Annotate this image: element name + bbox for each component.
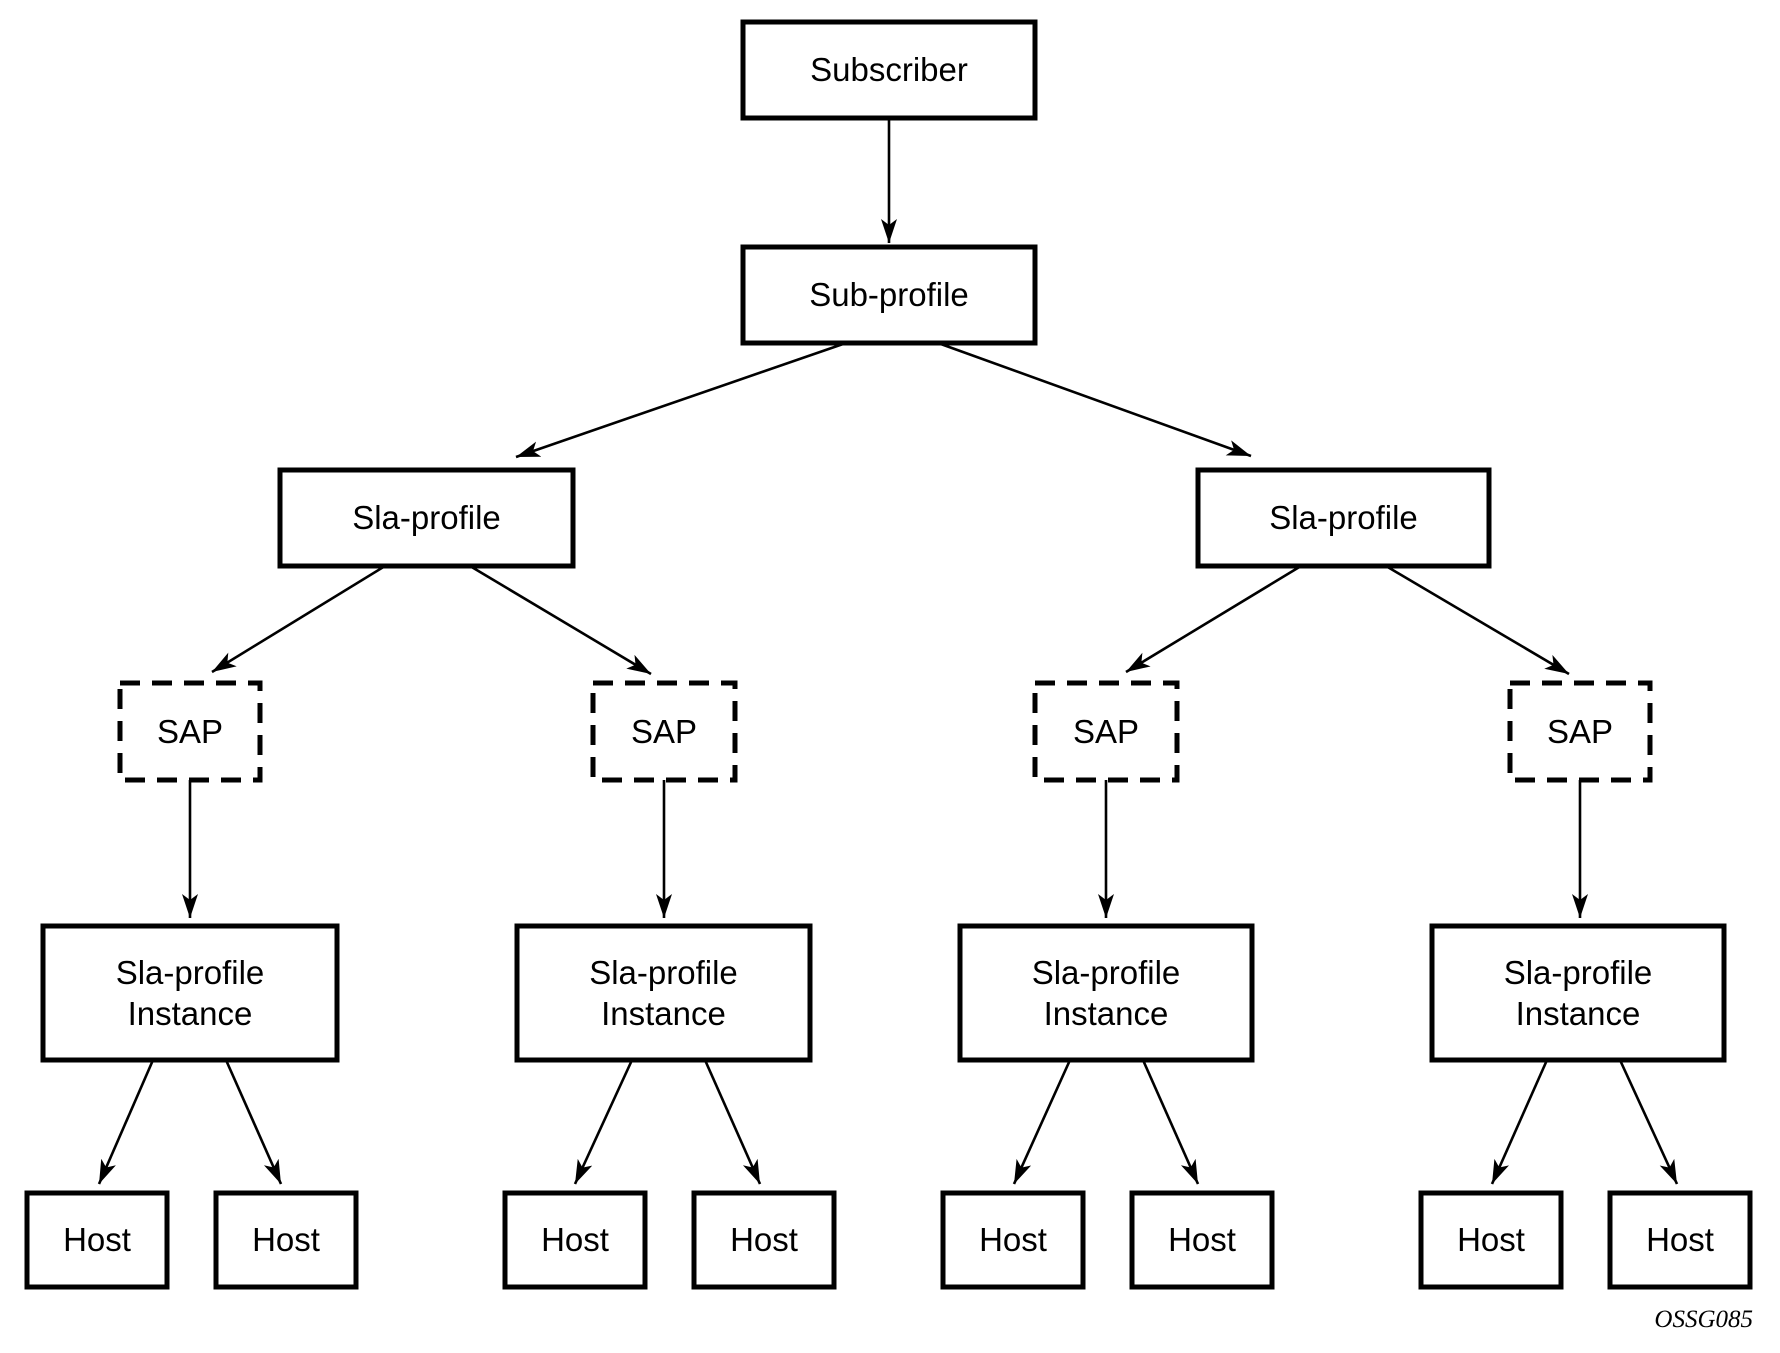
edge-subprofile-slaprofile-right — [937, 341, 1252, 458]
node-host-1-box — [24, 1190, 170, 1290]
edge-instance1-host1 — [97, 1059, 155, 1185]
node-sla-profile-instance-2-box — [514, 923, 813, 1063]
connector-arrows — [97, 118, 1679, 1185]
node-sla-profile-instance-1-box — [40, 923, 340, 1063]
node-host-5-box — [940, 1190, 1086, 1290]
node-host-8-box — [1607, 1190, 1753, 1290]
node-sap-4-box — [1507, 680, 1653, 783]
edge-instance2-host4 — [703, 1059, 762, 1185]
edge-instance3-host6 — [1141, 1059, 1200, 1185]
node-sla-profile-instance-3-box — [957, 923, 1255, 1063]
edge-slaright-sap4 — [1385, 564, 1570, 676]
edge-instance1-host2 — [224, 1059, 283, 1185]
edge-slaleft-sap2 — [469, 564, 652, 676]
node-host-7-box — [1418, 1190, 1564, 1290]
node-subscriber-box — [740, 19, 1038, 121]
node-boxes — [24, 19, 1753, 1290]
edge-slaleft-sap1 — [211, 564, 386, 674]
node-sla-profile-right-box — [1195, 467, 1492, 569]
figure-code: OSSG085 — [1654, 1306, 1753, 1333]
edge-instance2-host3 — [573, 1059, 634, 1185]
edge-instance4-host8 — [1618, 1059, 1679, 1185]
node-sla-profile-instance-4-box — [1429, 923, 1727, 1063]
edge-subprofile-slaprofile-left — [515, 341, 847, 459]
node-sub-profile-box — [740, 244, 1038, 346]
edge-slaright-sap3 — [1125, 564, 1302, 674]
node-sla-profile-left-box — [277, 467, 576, 569]
node-host-4-box — [691, 1190, 837, 1290]
node-sap-1-box — [117, 680, 263, 783]
node-sap-3-box — [1032, 680, 1180, 783]
node-host-3-box — [502, 1190, 648, 1290]
edge-instance3-host5 — [1012, 1059, 1072, 1185]
node-host-2-box — [213, 1190, 359, 1290]
edge-instance4-host7 — [1490, 1059, 1549, 1185]
node-host-6-box — [1129, 1190, 1275, 1290]
node-sap-2-box — [590, 680, 738, 783]
